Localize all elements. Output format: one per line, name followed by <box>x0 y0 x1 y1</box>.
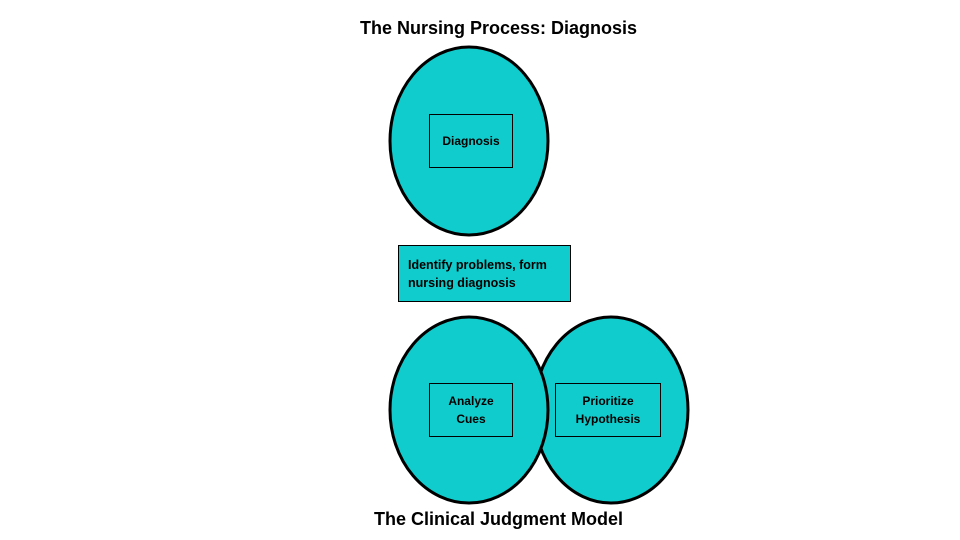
nursing-process-title: The Nursing Process: Diagnosis <box>360 18 638 38</box>
diagnosis-label-box: Diagnosis <box>429 114 513 168</box>
description-line-2: nursing diagnosis <box>408 275 516 290</box>
description-box: Identify problems, form nursing diagnosi… <box>398 245 571 302</box>
prioritize-hypothesis-line-1: Prioritize <box>582 394 634 408</box>
analyze-cues-line-2: Cues <box>456 412 486 426</box>
prioritize-hypothesis-line-2: Hypothesis <box>575 412 641 426</box>
clinical-judgment-title: The Clinical Judgment Model <box>374 509 624 529</box>
description-line-1: Identify problems, form <box>408 257 547 272</box>
diagnosis-ellipse <box>388 45 550 237</box>
diagnosis-label: Diagnosis <box>442 134 500 148</box>
analyze-cues-line-1: Analyze <box>448 394 494 408</box>
analyze-cues-label-box: Analyze Cues <box>429 383 513 437</box>
analyze-cues-ellipse <box>388 315 550 505</box>
prioritize-hypothesis-label-box: Prioritize Hypothesis <box>555 383 661 437</box>
